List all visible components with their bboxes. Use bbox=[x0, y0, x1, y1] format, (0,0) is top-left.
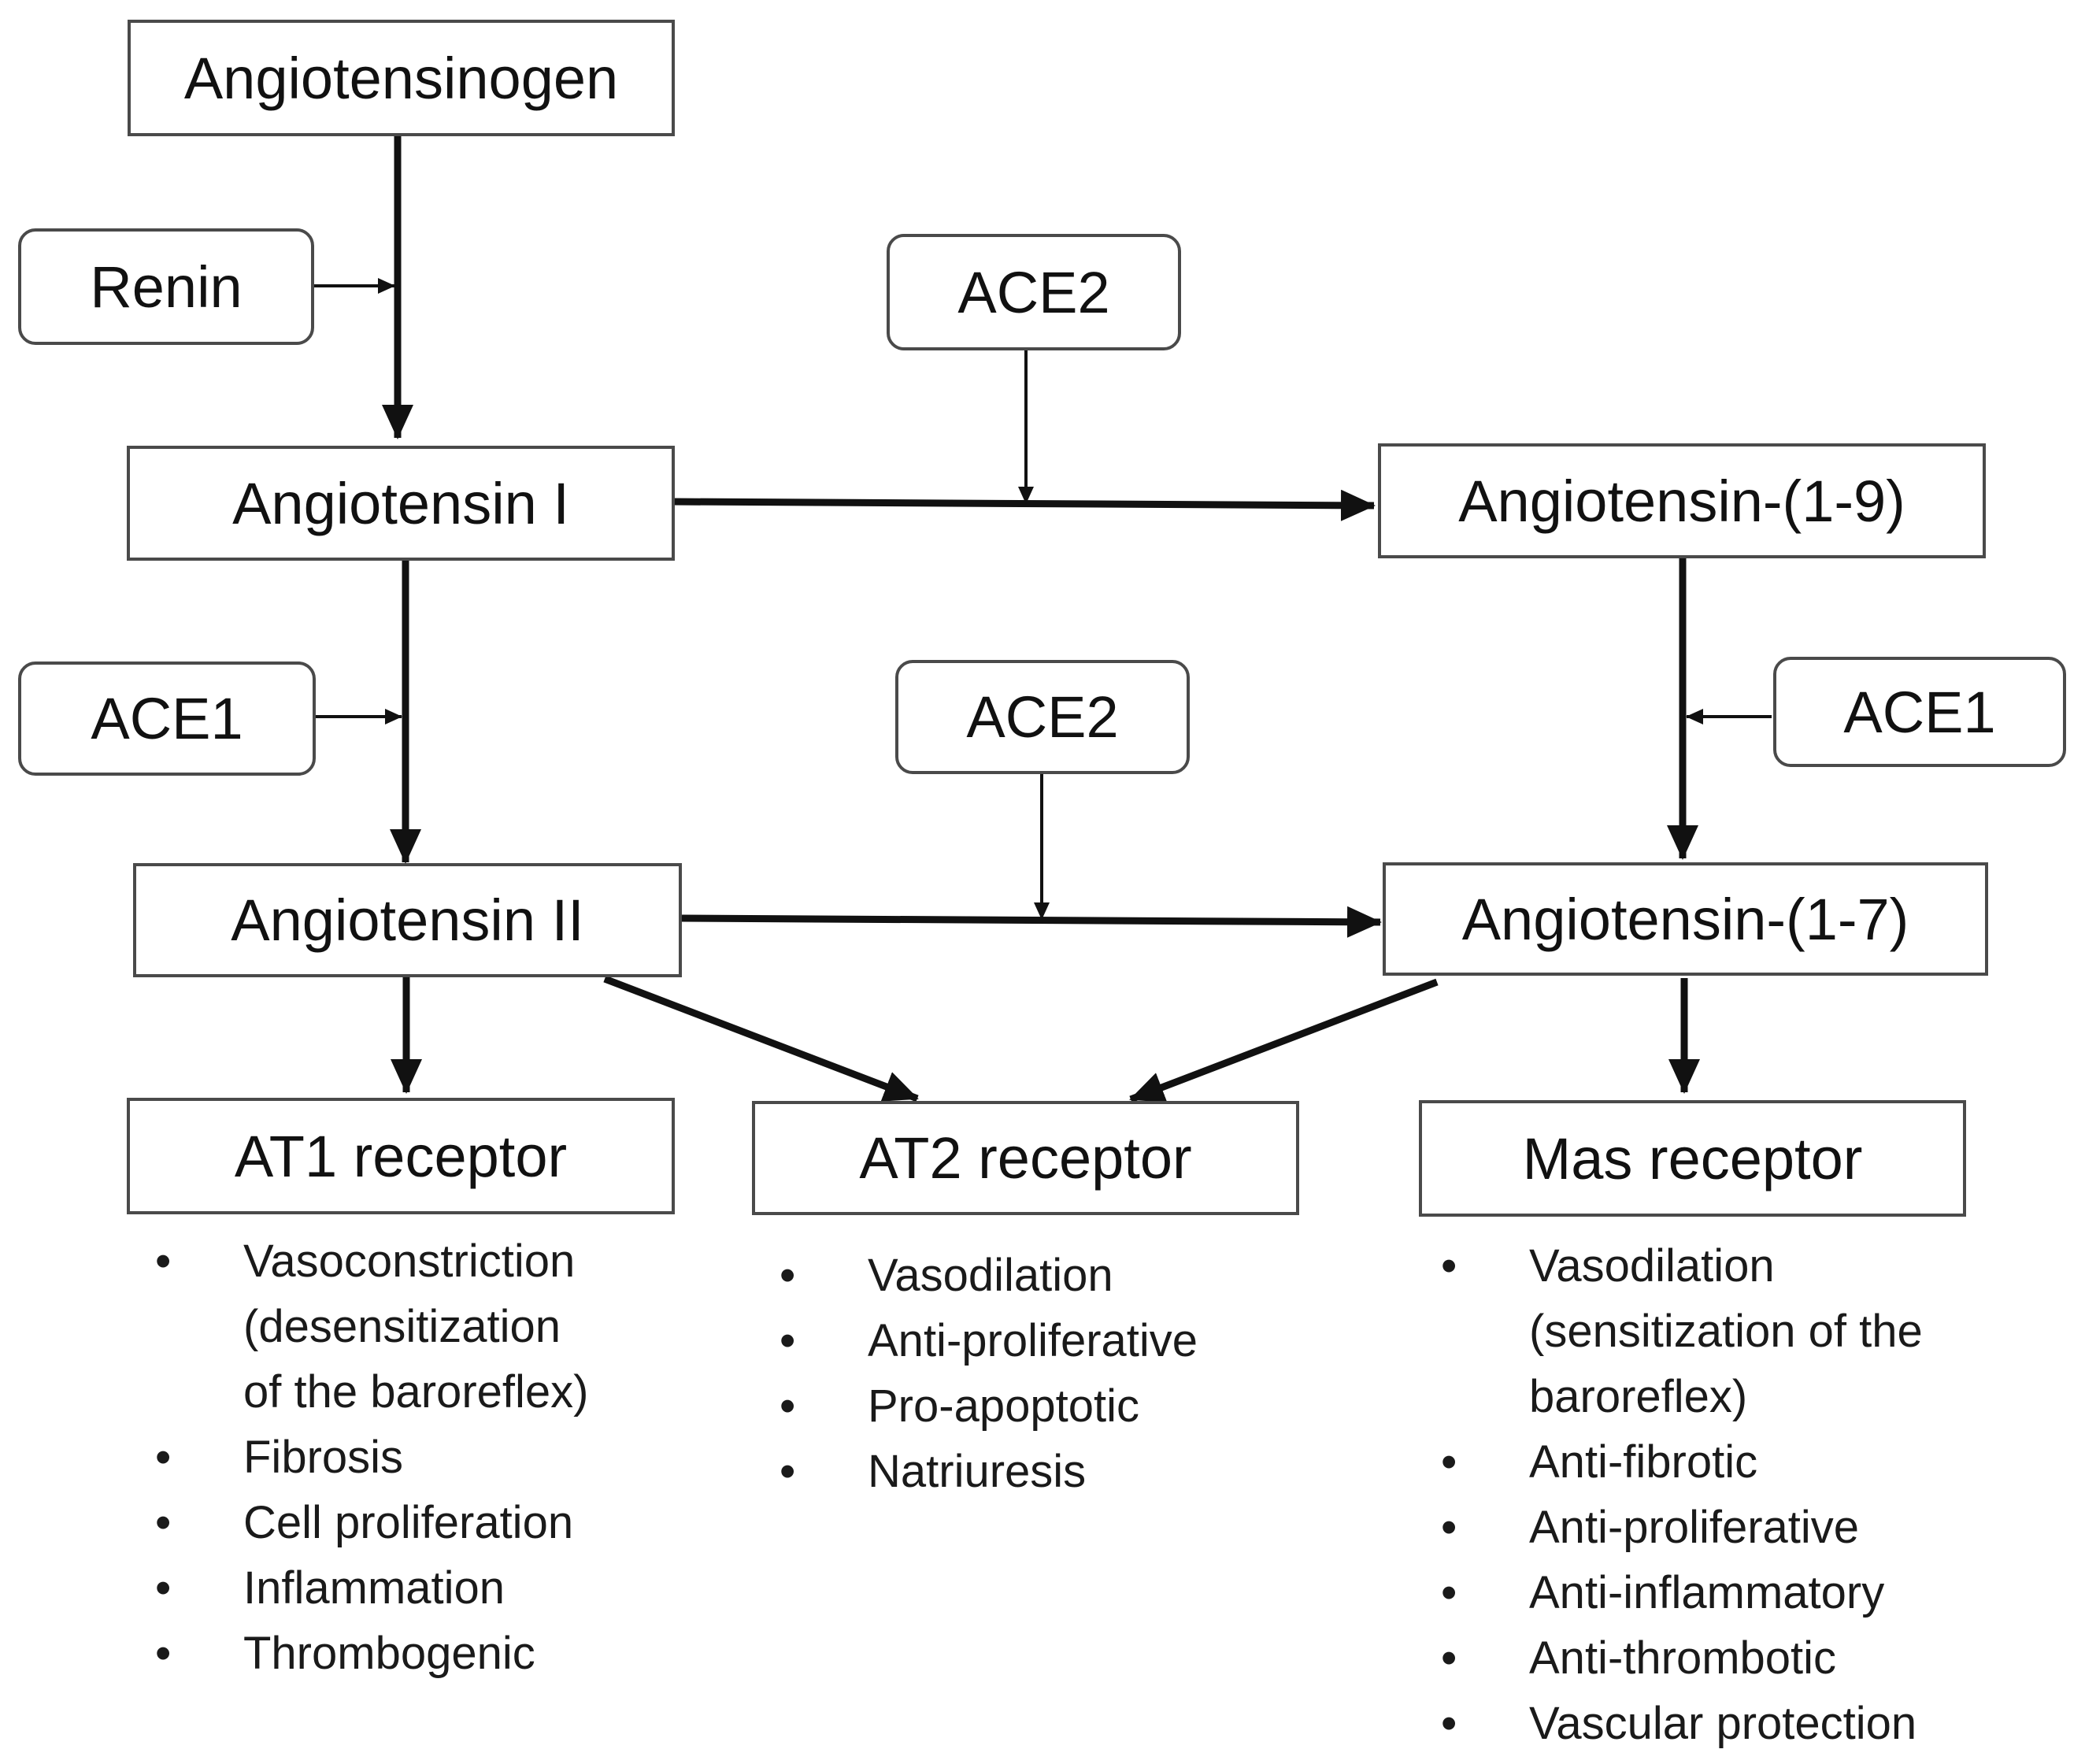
mas-effect-line: baroreflex) bbox=[1529, 1371, 1748, 1422]
at2-receptor-label: AT2 receptor bbox=[859, 1125, 1192, 1191]
arrow-angiotensin-i-to-angiotensin-1-9 bbox=[673, 489, 1376, 521]
at1-receptor-label: AT1 receptor bbox=[234, 1123, 568, 1189]
mas-effect-line: Anti-inflammatory bbox=[1529, 1567, 1885, 1618]
arrow-angiotensin-ii-to-at2 bbox=[603, 975, 919, 1102]
mas-effect-line: (sensitization of the bbox=[1529, 1306, 1923, 1357]
renin-enzyme-box: Renin bbox=[18, 228, 314, 345]
ace2-mid-enzyme-box: ACE2 bbox=[895, 660, 1190, 774]
mas-effect-vasodilation: Vasodilation (sensitization of the baror… bbox=[1441, 1233, 1923, 1429]
mas-effect-line: Vascular protection bbox=[1529, 1698, 1917, 1749]
ace2-top-label: ACE2 bbox=[957, 259, 1110, 325]
at2-effect-pro-apoptotic: Pro-apoptotic bbox=[780, 1373, 1198, 1439]
angiotensinogen-label: Angiotensinogen bbox=[183, 45, 619, 111]
at2-effect-line: Pro-apoptotic bbox=[868, 1380, 1139, 1432]
mas-effect-line: Anti-thrombotic bbox=[1529, 1632, 1837, 1684]
mas-effects-list: Vasodilation (sensitization of the baror… bbox=[1441, 1233, 1923, 1756]
ace1-right-enzyme-box: ACE1 bbox=[1773, 657, 2066, 767]
at1-effect-line: Thrombogenic bbox=[243, 1628, 535, 1679]
mas-effect-line: Anti-fibrotic bbox=[1529, 1436, 1758, 1488]
at2-effect-natriuresis: Natriuresis bbox=[780, 1439, 1198, 1504]
mas-effect-anti-inflammatory: Anti-inflammatory bbox=[1441, 1560, 1923, 1625]
at1-effect-thrombogenic: Thrombogenic bbox=[155, 1621, 588, 1686]
angiotensinogen-box: Angiotensinogen bbox=[128, 20, 675, 136]
at1-effect-inflammation: Inflammation bbox=[155, 1555, 588, 1621]
angiotensin-1-7-box: Angiotensin-(1-7) bbox=[1383, 862, 1988, 976]
renin-label: Renin bbox=[90, 254, 243, 320]
ace1-left-enzyme-box: ACE1 bbox=[18, 662, 316, 776]
mas-effect-line: Anti-proliferative bbox=[1529, 1502, 1860, 1553]
at2-effect-anti-proliferative: Anti-proliferative bbox=[780, 1308, 1198, 1373]
arrow-angiotensin-1-7-to-at2 bbox=[1129, 978, 1439, 1103]
at1-effect-fibrosis: Fibrosis bbox=[155, 1425, 588, 1490]
angiotensin-1-9-box: Angiotensin-(1-9) bbox=[1378, 443, 1986, 558]
mas-receptor-label: Mas receptor bbox=[1522, 1125, 1863, 1191]
at2-effect-line: Anti-proliferative bbox=[868, 1315, 1198, 1366]
mas-effect-anti-proliferative: Anti-proliferative bbox=[1441, 1495, 1923, 1560]
at1-effect-line: Inflammation bbox=[243, 1562, 506, 1614]
ace1-left-label: ACE1 bbox=[91, 686, 243, 751]
at1-effect-line: of the baroreflex) bbox=[243, 1366, 589, 1418]
ace2-mid-label: ACE2 bbox=[966, 684, 1119, 750]
angiotensin-ii-box: Angiotensin II bbox=[133, 863, 682, 977]
ace2-top-enzyme-box: ACE2 bbox=[887, 234, 1181, 350]
at2-effect-vasodilation: Vasodilation bbox=[780, 1243, 1198, 1308]
at2-effect-line: Natriuresis bbox=[868, 1446, 1087, 1497]
at1-effect-line: (desensitization bbox=[243, 1301, 561, 1352]
angiotensin-ii-label: Angiotensin II bbox=[231, 888, 584, 953]
at1-receptor-box: AT1 receptor bbox=[127, 1098, 675, 1214]
at1-effect-line: Cell proliferation bbox=[243, 1497, 574, 1548]
at2-effects-list: Vasodilation Anti-proliferative Pro-apop… bbox=[780, 1243, 1198, 1504]
arrow-angiotensin-ii-to-angiotensin-1-7 bbox=[681, 906, 1382, 938]
at1-effect-cell-proliferation: Cell proliferation bbox=[155, 1490, 588, 1555]
ace1-right-label: ACE1 bbox=[1843, 679, 1996, 745]
angiotensin-1-7-label: Angiotensin-(1-7) bbox=[1461, 886, 1909, 952]
at2-receptor-box: AT2 receptor bbox=[752, 1101, 1299, 1215]
at1-effects-list: Vasoconstriction (desensitization of the… bbox=[155, 1228, 588, 1686]
mas-receptor-box: Mas receptor bbox=[1419, 1100, 1966, 1217]
mas-effect-vascular-protection: Vascular protection bbox=[1441, 1691, 1923, 1756]
mas-effect-line: Vasodilation bbox=[1529, 1240, 1775, 1292]
mas-effect-anti-fibrotic: Anti-fibrotic bbox=[1441, 1429, 1923, 1495]
angiotensin-i-box: Angiotensin I bbox=[127, 446, 675, 561]
at1-effect-line: Fibrosis bbox=[243, 1432, 404, 1483]
angiotensin-i-label: Angiotensin I bbox=[232, 470, 569, 536]
mas-effect-anti-thrombotic: Anti-thrombotic bbox=[1441, 1625, 1923, 1691]
at2-effect-line: Vasodilation bbox=[868, 1250, 1113, 1301]
angiotensin-1-9-label: Angiotensin-(1-9) bbox=[1458, 468, 1905, 534]
at1-effect-line: Vasoconstriction bbox=[243, 1236, 576, 1287]
at1-effect-vasoconstriction: Vasoconstriction (desensitization of the… bbox=[155, 1228, 588, 1425]
